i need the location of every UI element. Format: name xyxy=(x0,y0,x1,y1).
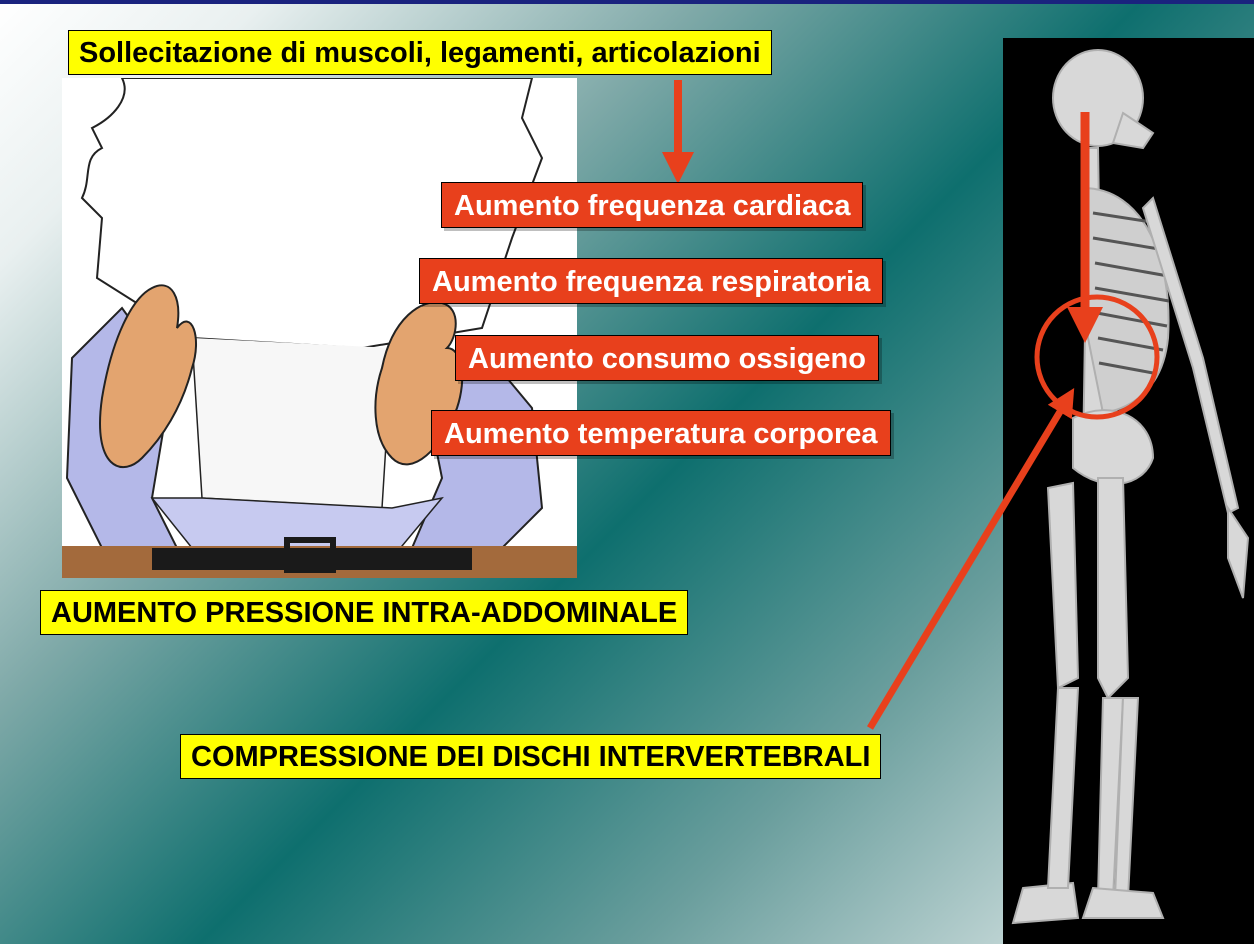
label-effect-oxygen-consumption: Aumento consumo ossigeno xyxy=(455,335,879,381)
label-stress-muscles-ligaments-joints: Sollecitazione di muscoli, legamenti, ar… xyxy=(68,30,772,75)
label-effect-body-temperature: Aumento temperatura corporea xyxy=(431,410,891,456)
label-effect-respiratory-rate: Aumento frequenza respiratoria xyxy=(419,258,883,304)
label-disc-compression: COMPRESSIONE DEI DISCHI INTERVERTEBRALI xyxy=(180,734,881,779)
arrow-disc-to-spine xyxy=(870,400,1067,728)
label-intra-abdominal-pressure: AUMENTO PRESSIONE INTRA-ADDOMINALE xyxy=(40,590,688,635)
lumbar-highlight-circle xyxy=(1037,297,1157,417)
label-effect-heart-rate: Aumento frequenza cardiaca xyxy=(441,182,863,228)
